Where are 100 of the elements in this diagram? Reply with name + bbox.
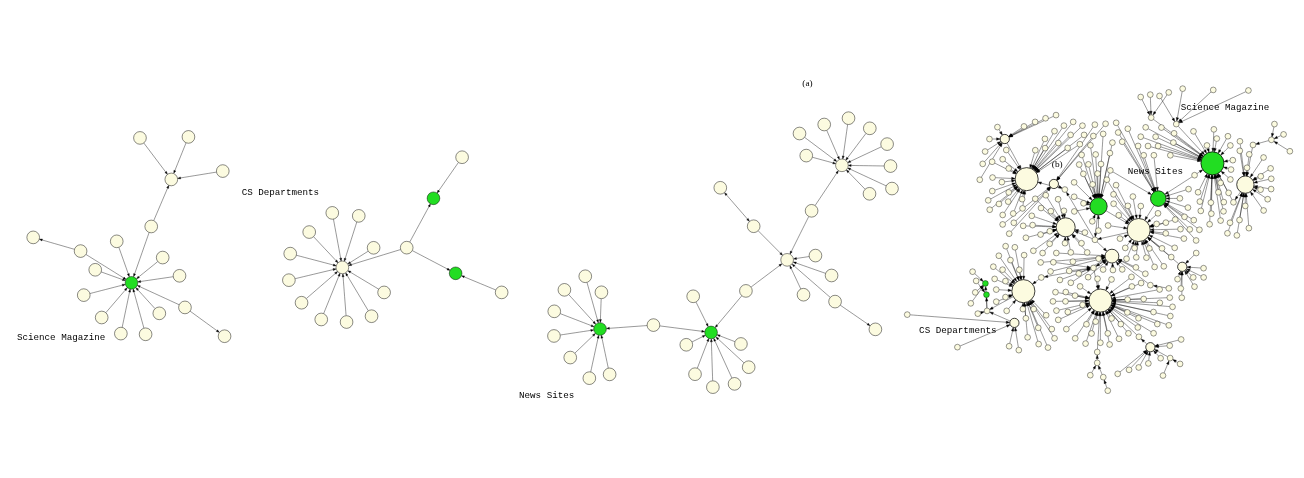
node-circle [1233,231,1240,238]
node-circle [985,196,992,203]
arrow [1105,281,1111,290]
arrow [724,191,750,221]
node-circle [1177,284,1184,292]
arrow [1014,326,1019,347]
node-circle [1178,294,1185,301]
node-circle [1042,191,1049,198]
arrow [842,123,848,159]
arrow [793,255,810,260]
node-circle [88,262,102,276]
node-circle [1215,188,1222,195]
arrow [409,203,431,242]
node-circle [1072,334,1079,341]
arrow [715,336,745,363]
label: CS Departments [919,324,997,336]
arrow [1138,208,1142,219]
node-circle [77,288,91,302]
node-circle [1242,202,1249,209]
arrow [1176,134,1204,156]
node-circle [1236,216,1243,223]
arrow [1140,350,1149,365]
node-circle [967,299,974,306]
node-circle [1067,248,1074,255]
arrow [412,250,451,271]
node-circle [1049,297,1057,304]
arrow [344,221,357,261]
arrow [1091,364,1096,373]
node-circle [1137,202,1144,209]
label: Science Magazine [16,331,106,343]
arrow [1117,259,1149,283]
node-circle [1147,281,1154,288]
arrow [1008,115,1054,137]
node-circle [1010,219,1017,226]
arrow [1082,287,1091,294]
arrow [1178,125,1205,155]
node-circle [1230,198,1237,205]
arrow [1163,360,1170,373]
node-circle [1043,311,1050,318]
node-circle [1191,283,1198,290]
arrow [791,263,831,297]
node-circle [1236,137,1243,144]
node-circle [1022,234,1029,241]
arrow [1035,224,1057,228]
node-circle [178,300,192,314]
node-circle [1150,308,1157,315]
node-circle [1062,297,1069,304]
node-circle [1144,142,1152,149]
arrow [974,273,984,282]
arrow [136,261,158,279]
node-circle [1206,220,1213,227]
arrow [715,295,742,328]
node-circle [400,240,414,254]
node-circle [1176,194,1183,201]
node-circle [1195,188,1202,195]
arrow [461,275,496,290]
node-circle [646,318,660,332]
node-circle [999,220,1006,227]
node-circle [1119,138,1126,145]
arrow [1199,173,1208,190]
arrow [132,288,145,328]
node-circle [841,111,856,125]
node-circle [1067,279,1074,286]
node-circle [742,360,756,374]
arrow [1160,97,1175,122]
arrow [1196,169,1203,174]
arrow [847,146,882,163]
arrow [1096,241,1107,251]
node-circle [1081,228,1088,236]
node-circle [1260,206,1267,214]
arrow [1009,326,1014,344]
arrow [436,161,459,193]
node-circle [1052,111,1060,118]
node-circle [1246,150,1253,157]
node-circle [1165,284,1172,291]
arrow [992,137,1001,140]
node-circle [216,164,230,178]
node-circle [1062,288,1069,295]
node-circle [1094,275,1101,282]
node-circle [982,147,989,155]
node-circle [1167,151,1174,158]
label: (b) [1051,158,1063,169]
node-circle [1005,188,1012,195]
arrow [323,272,341,314]
node-circle [999,266,1006,273]
node-circle [1055,316,1062,323]
node-circle [1097,160,1105,167]
arrow [1097,214,1100,228]
node-circle [993,286,1000,293]
node-circle [1070,118,1077,125]
arrow [1032,278,1040,284]
arrow [574,332,596,353]
node-circle [1090,264,1097,271]
node-circle [1154,209,1162,216]
node-circle [26,230,40,244]
node-circle [594,285,608,299]
node-circle [999,155,1006,162]
arrow [560,312,595,327]
arrow [347,250,369,264]
label: News Sites [1127,165,1183,177]
